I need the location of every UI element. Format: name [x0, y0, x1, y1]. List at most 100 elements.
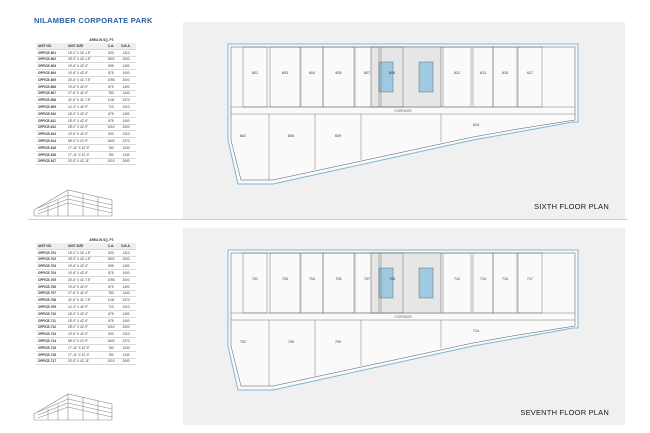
building-illustration-icon	[33, 189, 113, 217]
table-cell: OFFICE-705	[38, 277, 57, 282]
unit-number-label: 608	[389, 71, 395, 75]
table-cell: OFFICE-708	[38, 298, 57, 303]
lift-shaft	[418, 267, 434, 299]
unit-number-label: 613	[480, 71, 486, 75]
table-cell: 2370	[122, 98, 130, 103]
unit-number-label: 709	[335, 340, 341, 344]
unit-outline	[492, 46, 518, 108]
table-cell: 1500	[107, 257, 115, 262]
table-cell: 2050	[122, 359, 130, 364]
table-cell: 18'-0" X 42'-9"	[68, 118, 89, 123]
table-cell: 710	[108, 305, 114, 310]
table-cell: OFFICE-606	[38, 84, 57, 89]
table-cell: 830	[108, 50, 114, 55]
table-cell: 18'-0" X 42'-9"	[68, 318, 89, 323]
table-cell: OFFICE-707	[38, 291, 57, 296]
table-cell: OFFICE-701	[38, 250, 57, 255]
table-cell: OFFICE-709	[38, 305, 57, 310]
area-unit-label: AREA IN SQ. FT.	[89, 238, 114, 242]
unit-number-label: 604	[309, 71, 315, 75]
table-cell: 875	[108, 284, 114, 289]
unit-outline	[380, 252, 404, 314]
table-cell: 20'-0" X 42'-11"	[68, 359, 90, 364]
table-cell: 1240	[122, 352, 130, 357]
table-cell: 2050	[122, 159, 130, 164]
unit-outline	[354, 46, 380, 108]
table-cell: 1095	[107, 77, 115, 82]
sixth-floor-plan-label: SIXTH FLOOR PLAN	[534, 202, 609, 211]
table-cell: 1010	[107, 325, 115, 330]
table-cell: 2000	[122, 125, 130, 130]
unit-outline	[322, 252, 355, 314]
table-cell: 14'-3" X 42'-9"	[68, 305, 89, 310]
table-cell: OFFICE-717	[38, 359, 57, 364]
table-cell: 1010	[122, 305, 130, 310]
table-cell: 1140	[107, 298, 115, 303]
table-cell: 830	[108, 250, 114, 255]
table-cell: 2000	[122, 77, 130, 82]
unit-outline	[492, 252, 518, 314]
table-cell: UNIT NO.	[38, 43, 52, 48]
unit-number-label: 605	[336, 71, 342, 75]
table-cell: 2000	[122, 277, 130, 282]
corridor-label: CORRIDOR	[394, 109, 412, 113]
table-cell: 895	[108, 264, 114, 269]
table-cell: 1240	[122, 345, 130, 350]
table-cell: C.A.	[107, 43, 115, 48]
unit-number-label: 612	[454, 71, 460, 75]
unit-number-label: 609	[335, 134, 341, 138]
table-cell: 1240	[122, 291, 130, 296]
table-cell: 28'-9" X 42'-1.5"	[68, 257, 91, 262]
table-cell: 2370	[122, 298, 130, 303]
table-cell: 875	[108, 318, 114, 323]
table-cell: UNIT SIZE	[68, 243, 84, 248]
table-cell: 30'-6" X 41'-7.5"	[68, 277, 91, 282]
table-cell: 1240	[122, 152, 130, 157]
unit-number-label: 701	[252, 277, 258, 281]
table-cell: OFFICE-602	[38, 57, 57, 62]
table-cell: 780	[108, 152, 114, 157]
unit-outline	[269, 46, 301, 108]
table-cell: OFFICE-603	[38, 64, 57, 69]
table-cell: 1400	[122, 84, 130, 89]
page-title: NILAMBER CORPORATE PARK	[34, 16, 153, 25]
table-cell: 1500	[107, 57, 115, 62]
table-cell: OFFICE-706	[38, 284, 57, 289]
table-cell: OFFICE-608	[38, 98, 57, 103]
table-cell: 17'-11" X 42'-9"	[68, 145, 90, 150]
table-cell: OFFICE-710	[38, 311, 57, 316]
table-cell: OFFICE-616	[38, 152, 57, 157]
unit-number-label: 712	[454, 277, 460, 281]
unit-number-label: 714	[473, 329, 479, 333]
table-cell: 1400	[122, 318, 130, 323]
unit-outline	[242, 252, 268, 314]
unit-number-label: 617	[527, 71, 533, 75]
table-cell: 2370	[122, 139, 130, 144]
seventh-floor-plan-label: SEVENTH FLOOR PLAN	[520, 408, 609, 417]
table-cell: OFFICE-712	[38, 325, 57, 330]
unit-outline	[242, 46, 268, 108]
table-cell: OFFICE-610	[38, 111, 57, 116]
table-cell: OFFICE-613	[38, 132, 57, 137]
table-cell: 1400	[122, 284, 130, 289]
table-cell: 30'-6" X 41'-7.5"	[68, 77, 91, 82]
